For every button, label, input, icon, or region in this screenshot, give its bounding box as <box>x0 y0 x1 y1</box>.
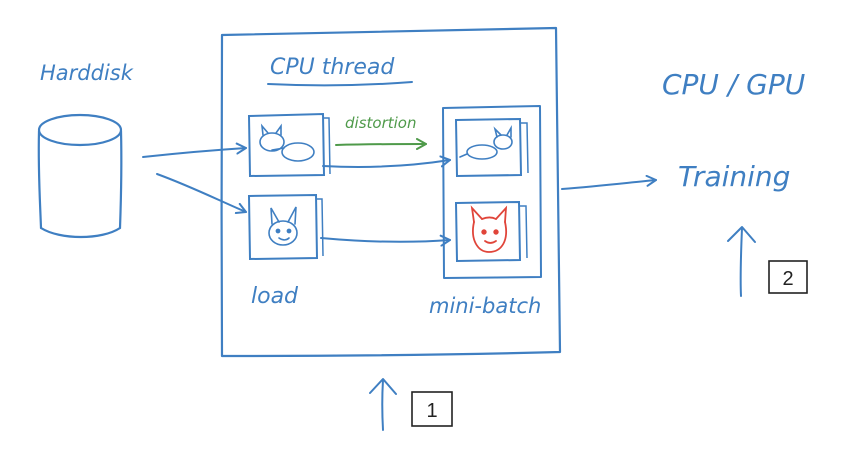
load-image-bottom <box>247 193 324 261</box>
cat-sketch-icon <box>268 206 298 246</box>
training-label: Training <box>678 160 790 193</box>
cpu-thread-label: CPU thread <box>270 55 395 80</box>
up-arrow-icon <box>369 378 397 431</box>
load-image-top <box>247 112 331 178</box>
cpu-gpu-label: CPU / GPU <box>662 68 805 101</box>
thread-to-training-arrow <box>561 174 657 190</box>
batch-image-bottom <box>454 200 528 263</box>
cylinder-icon <box>37 113 123 239</box>
cat-sketch-icon <box>470 205 508 253</box>
distortion-label: distortion <box>345 114 416 132</box>
cpu-thread-box <box>220 26 562 358</box>
step-marker-2: 2 <box>768 260 808 294</box>
cpu-thread-underline <box>267 81 413 87</box>
mini-batch-box <box>442 105 542 279</box>
cat-sketch-icon <box>259 123 315 162</box>
load-to-batch-arrow-top <box>322 155 451 168</box>
batch-image-top <box>454 117 529 178</box>
load-label: load <box>251 284 299 309</box>
mini-batch-label: mini-batch <box>429 294 541 318</box>
cat-sketch-icon <box>459 124 513 160</box>
disk-to-load-arrow-bottom <box>156 173 247 215</box>
step-marker-1-text: 1 <box>426 400 437 422</box>
load-to-batch-arrow-bottom <box>320 234 451 247</box>
harddisk-label: Harddisk <box>40 61 134 85</box>
distortion-arrow <box>335 138 427 151</box>
up-arrow-icon <box>727 226 756 297</box>
step-marker-2-text: 2 <box>782 268 793 290</box>
step-marker-1: 1 <box>411 391 453 427</box>
disk-to-load-arrow-top <box>142 142 247 158</box>
